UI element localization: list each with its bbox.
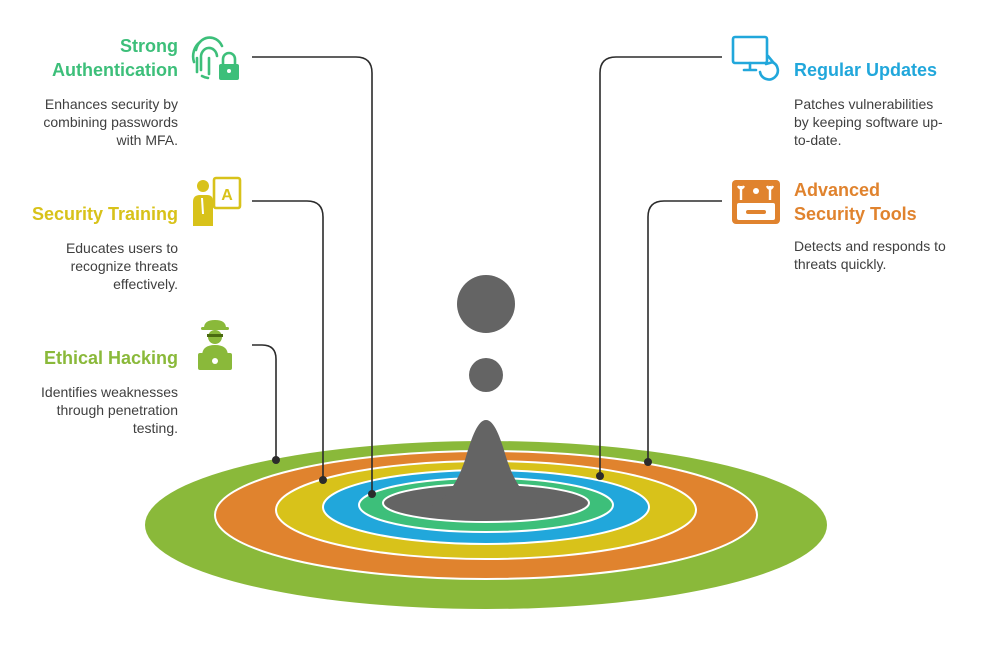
title-advanced-security-tools: Advanced Security Tools bbox=[794, 178, 984, 226]
title-security-training: Security Training bbox=[10, 202, 178, 226]
desc-strong-authentication-line1: Enhances security by bbox=[44, 96, 178, 112]
desc-advanced-security-tools-line2: threats quickly. bbox=[794, 256, 887, 272]
desc-advanced-security-tools: Detects and responds to threats quickly. bbox=[794, 237, 984, 273]
connector-dot-regular-updates bbox=[596, 472, 604, 480]
title-strong-authentication: Strong Authentication bbox=[20, 34, 178, 82]
svg-text:A: A bbox=[221, 187, 233, 204]
connector-dot-strong-authentication bbox=[368, 490, 376, 498]
connector-security-training bbox=[252, 200, 324, 480]
desc-regular-updates-line3: to-date. bbox=[794, 132, 842, 148]
droplet-large bbox=[457, 275, 515, 333]
connector-dot-security-training bbox=[319, 476, 327, 484]
desc-ethical-hacking-line2: through penetration bbox=[56, 402, 178, 418]
hacker-laptop-icon bbox=[198, 320, 232, 370]
desc-strong-authentication: Enhances security by combining passwords… bbox=[10, 95, 178, 149]
fingerprint-lock-icon bbox=[191, 36, 239, 80]
connector-regular-updates bbox=[599, 56, 722, 476]
toolbox-icon bbox=[732, 180, 780, 224]
title-strong-authentication-line1: Strong bbox=[120, 36, 178, 56]
desc-ethical-hacking: Identifies weaknesses through penetratio… bbox=[10, 383, 178, 437]
connector-dot-ethical-hacking bbox=[272, 456, 280, 464]
desc-regular-updates-line1: Patches vulnerabilities bbox=[794, 96, 934, 112]
desc-security-training: Educates users to recognize threats effe… bbox=[10, 239, 178, 293]
desc-security-training-line2: recognize threats bbox=[70, 258, 178, 274]
title-strong-authentication-line2: Authentication bbox=[52, 60, 178, 80]
connector-strong-authentication bbox=[252, 56, 373, 494]
teacher-board-icon: A bbox=[193, 176, 242, 226]
title-regular-updates: Regular Updates bbox=[794, 58, 984, 82]
title-regular-updates-line1: Regular Updates bbox=[794, 60, 938, 80]
monitor-refresh-icon bbox=[731, 35, 780, 81]
connector-ethical-hacking bbox=[252, 344, 277, 460]
title-ethical-hacking: Ethical Hacking bbox=[10, 346, 178, 370]
desc-ethical-hacking-line3: testing. bbox=[132, 420, 178, 436]
desc-regular-updates-line2: by keeping software up- bbox=[794, 114, 943, 130]
title-advanced-security-tools-line1: Advanced bbox=[794, 180, 881, 200]
splash-peak bbox=[412, 420, 560, 512]
desc-security-training-line1: Educates users to bbox=[65, 240, 178, 256]
title-ethical-hacking-line1: Ethical Hacking bbox=[43, 348, 178, 368]
connector-dot-advanced-security-tools bbox=[644, 458, 652, 466]
desc-advanced-security-tools-line1: Detects and responds to bbox=[794, 238, 946, 254]
droplet-small bbox=[469, 358, 503, 392]
title-security-training-line1: Security Training bbox=[31, 204, 178, 224]
desc-strong-authentication-line2: combining passwords bbox=[43, 114, 178, 130]
desc-strong-authentication-line3: with MFA. bbox=[116, 132, 178, 148]
desc-ethical-hacking-line1: Identifies weaknesses bbox=[41, 384, 178, 400]
desc-regular-updates: Patches vulnerabilities by keeping softw… bbox=[794, 95, 984, 149]
title-advanced-security-tools-line2: Security Tools bbox=[794, 204, 917, 224]
connector-advanced-security-tools bbox=[647, 200, 722, 462]
desc-security-training-line3: effectively. bbox=[113, 276, 178, 292]
